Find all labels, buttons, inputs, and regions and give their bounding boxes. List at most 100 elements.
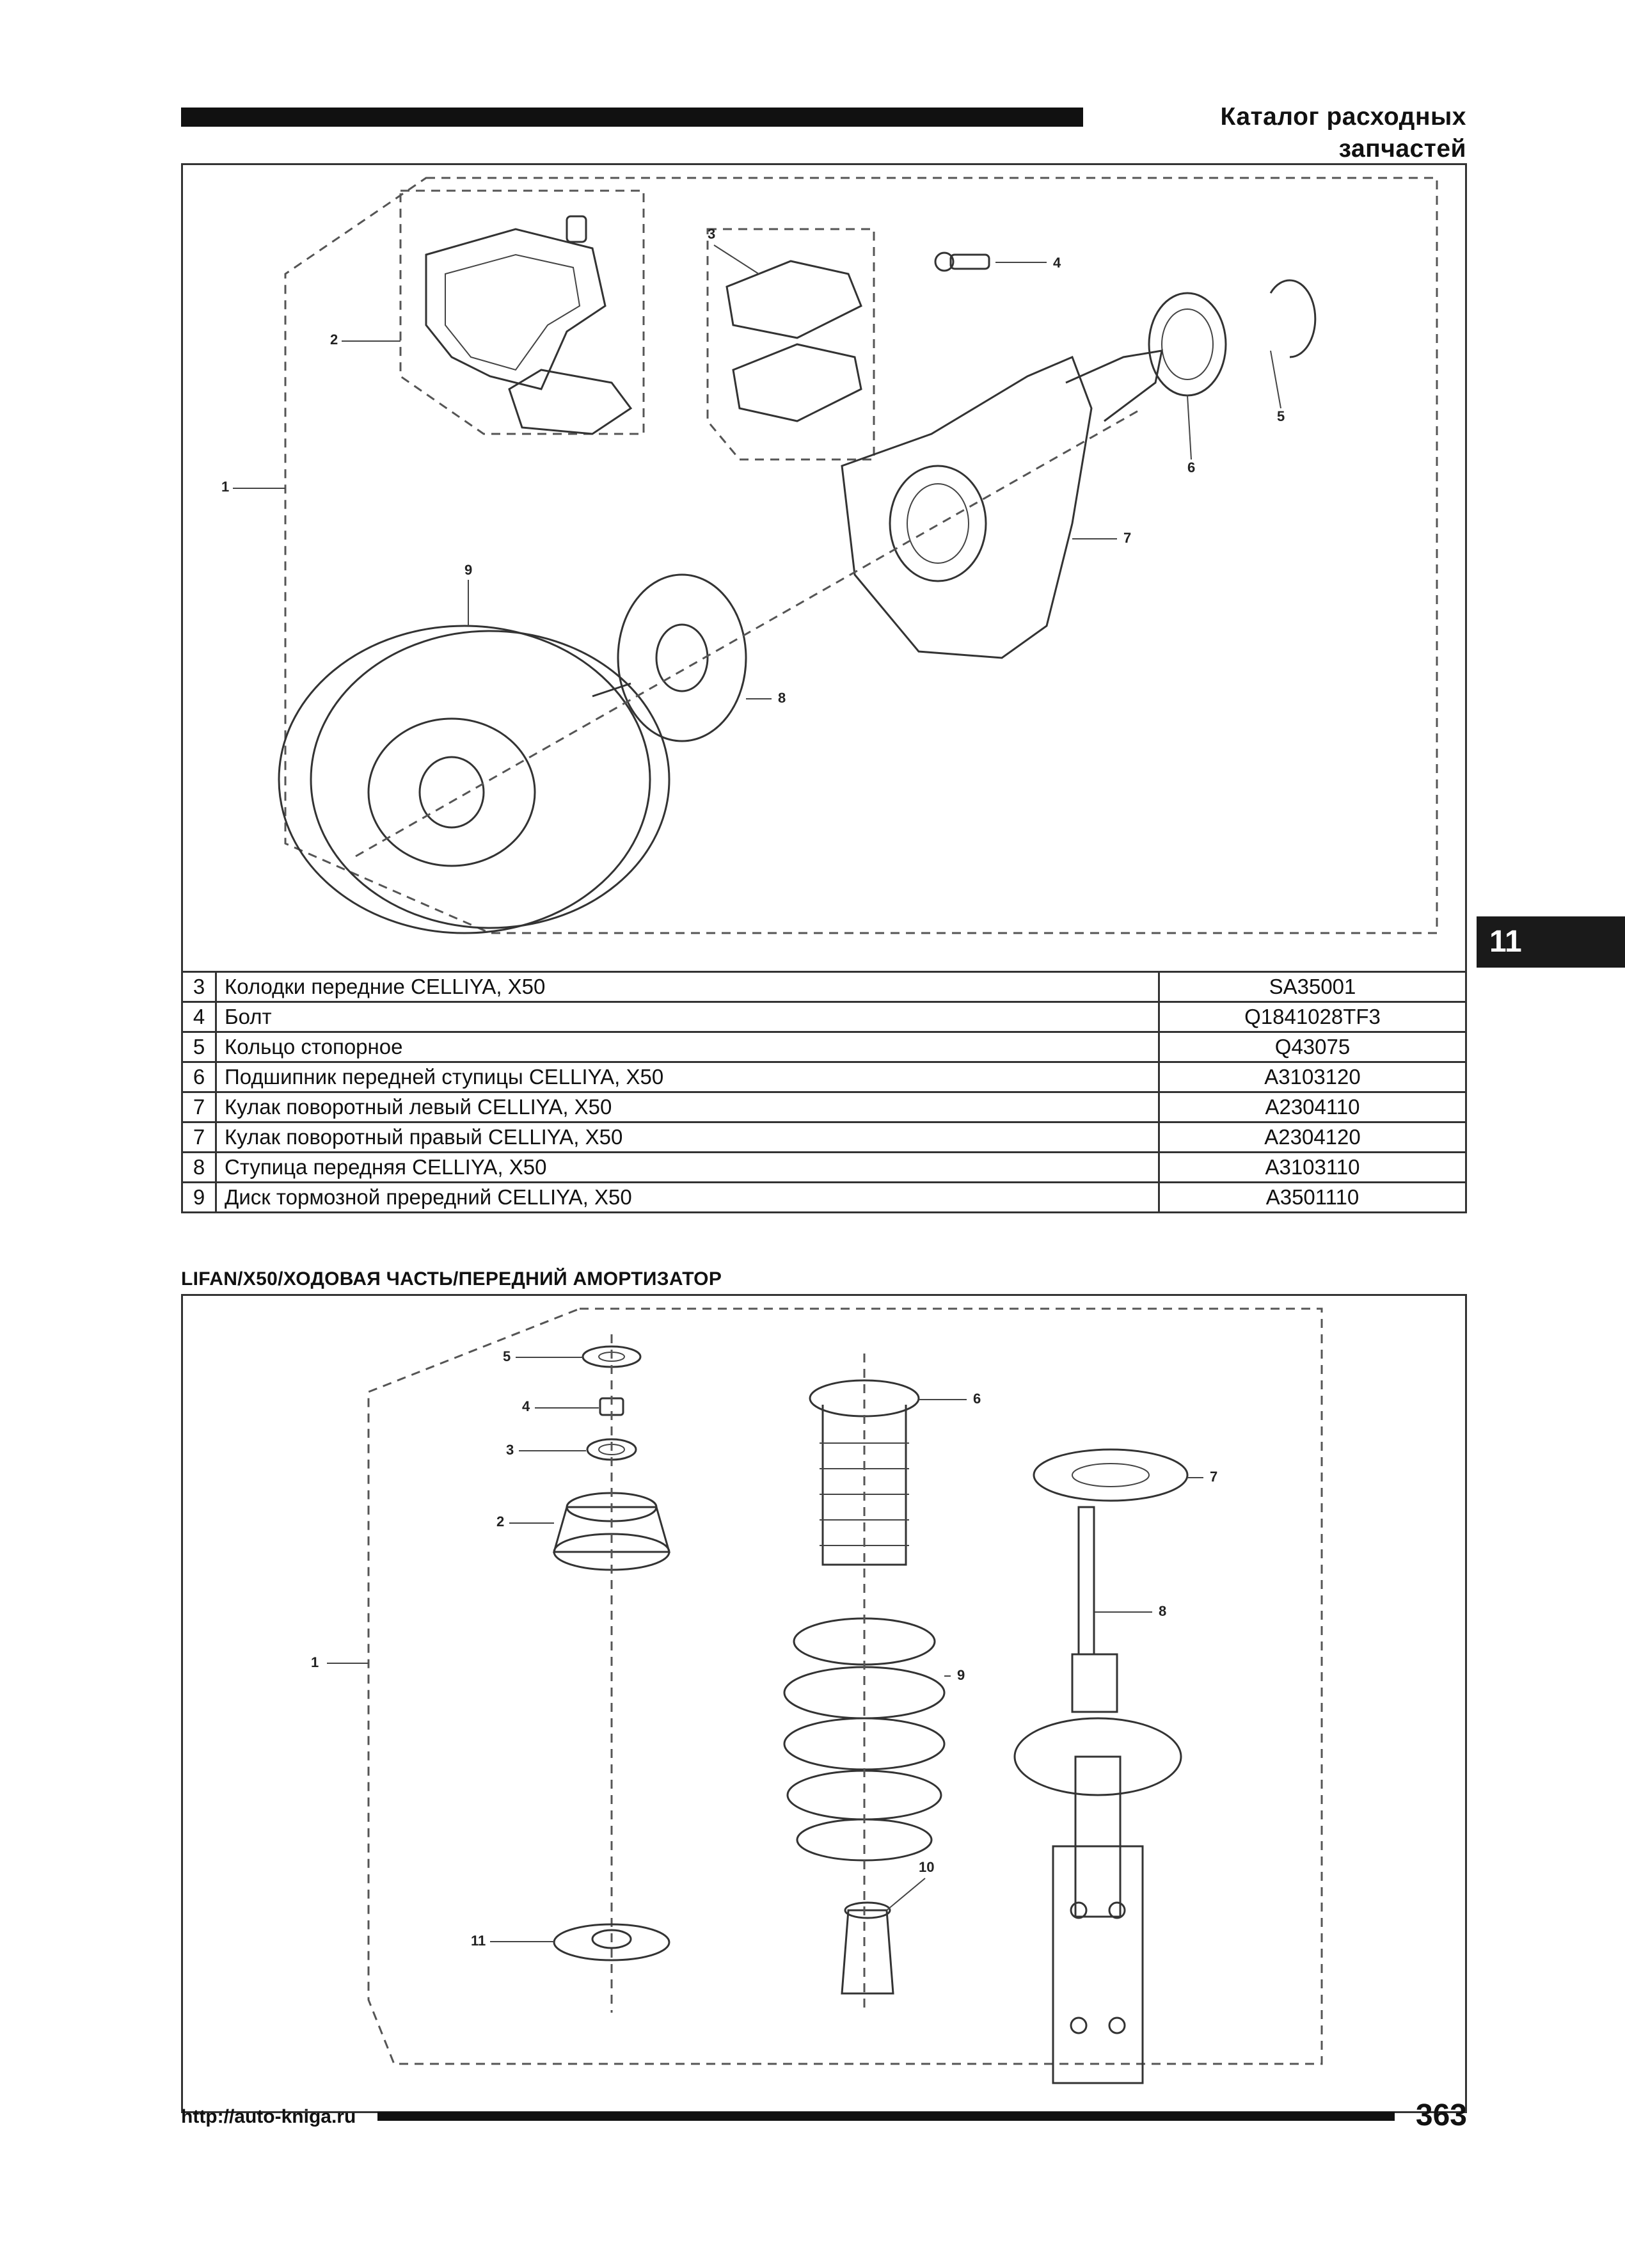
svg-text:6: 6 xyxy=(1187,459,1195,475)
chapter-tab xyxy=(1477,916,1625,968)
part-code-cell: Q1841028TF3 xyxy=(1158,1001,1467,1033)
callout-6: 6 xyxy=(919,1391,981,1407)
caliper-group-box xyxy=(399,189,645,435)
shock-absorber-diagram: 1 2 3 4 5 6 7 8 9 10 11 xyxy=(181,1294,1467,2113)
callout-10: 10 xyxy=(886,1859,934,1911)
part-name-cell: Колодки передние CELLIYA, X50 xyxy=(215,971,1160,1003)
callout-1: 1 xyxy=(221,479,285,495)
callout-11: 11 xyxy=(471,1933,554,1949)
table-row: 8 Ступица передняя CELLIYA, X50 A3103110 xyxy=(181,1151,1467,1183)
svg-text:9: 9 xyxy=(957,1667,965,1683)
callout-9: 9 xyxy=(464,562,472,626)
svg-text:4: 4 xyxy=(1053,255,1061,271)
callout-5: 5 xyxy=(503,1348,583,1364)
callout-3: 3 xyxy=(506,1442,586,1458)
parts-table: 3 Колодки передние CELLIYA, X50 SA35001 … xyxy=(181,971,1467,1213)
header-rule xyxy=(181,108,1083,127)
callout-2: 2 xyxy=(496,1513,554,1529)
callout-3: 3 xyxy=(708,226,759,275)
svg-text:1: 1 xyxy=(221,479,229,495)
part-code-cell: A3103110 xyxy=(1158,1151,1467,1183)
footer-rule xyxy=(377,2112,1395,2121)
callout-8: 8 xyxy=(746,690,786,706)
part-number-cell: 5 xyxy=(181,1031,217,1063)
catalog-title: Каталог расходных запчастей xyxy=(1220,103,1466,163)
part-code-cell: Q43075 xyxy=(1158,1031,1467,1063)
shock-absorber-drawing: 1 2 3 4 5 6 7 8 9 10 11 xyxy=(311,1307,1323,2084)
steering-knuckle-icon xyxy=(841,349,1163,659)
svg-text:10: 10 xyxy=(919,1859,934,1875)
callout-1: 1 xyxy=(311,1654,369,1670)
svg-text:7: 7 xyxy=(1123,530,1131,546)
svg-text:8: 8 xyxy=(778,690,786,706)
brake-pads-icon xyxy=(725,260,862,422)
svg-text:2: 2 xyxy=(330,331,338,347)
part-name-cell: Кулак поворотный правый CELLIYA, X50 xyxy=(215,1121,1160,1153)
callout-2: 2 xyxy=(330,331,400,347)
part-name-cell: Болт xyxy=(215,1001,1160,1033)
svg-text:8: 8 xyxy=(1159,1603,1166,1619)
table-row: 7 Кулак поворотный левый CELLIYA, X50 A2… xyxy=(181,1091,1467,1123)
brake-hub-drawing: 1 2 3 4 5 6 7 8 9 xyxy=(221,177,1438,934)
strut-icon xyxy=(1013,1506,1182,2084)
part-number-cell: 6 xyxy=(181,1061,217,1093)
svg-text:2: 2 xyxy=(496,1513,504,1529)
part-code-cell: A2304110 xyxy=(1158,1091,1467,1123)
part-code-cell: A2304120 xyxy=(1158,1121,1467,1153)
assembly-boundary xyxy=(284,177,1438,934)
svg-text:7: 7 xyxy=(1210,1469,1217,1485)
part-number-cell: 9 xyxy=(181,1181,217,1213)
part-name-cell: Подшипник передней ступицы CELLIYA, X50 xyxy=(215,1061,1160,1093)
site-url[interactable]: http://auto-kniga.ru xyxy=(181,2106,356,2127)
table-row: 9 Диск тормозной прередний CELLIYA, X50 … xyxy=(181,1181,1467,1213)
svg-text:1: 1 xyxy=(311,1654,319,1670)
callout-5: 5 xyxy=(1270,350,1285,424)
bearing-icon xyxy=(1148,292,1227,397)
table-row: 6 Подшипник передней ступицы CELLIYA, X5… xyxy=(181,1061,1467,1093)
page-number: 363 xyxy=(1415,2098,1467,2132)
svg-text:9: 9 xyxy=(464,562,472,578)
pads-group-box xyxy=(706,228,875,461)
part-code-cell: SA35001 xyxy=(1158,971,1467,1003)
part-code-cell: A3103120 xyxy=(1158,1061,1467,1093)
callout-6: 6 xyxy=(1187,395,1195,475)
svg-text:4: 4 xyxy=(522,1398,530,1414)
part-number-cell: 7 xyxy=(181,1121,217,1153)
part-name-cell: Кулак поворотный левый CELLIYA, X50 xyxy=(215,1091,1160,1123)
part-number-cell: 8 xyxy=(181,1151,217,1183)
part-number-cell: 3 xyxy=(181,971,217,1003)
bump-stop-icon xyxy=(841,1901,894,1995)
assembly-axis xyxy=(355,407,1143,858)
brake-hub-diagram: 1 2 3 4 5 6 7 8 9 xyxy=(181,163,1467,973)
table-row: 7 Кулак поворотный правый CELLIYA, X50 A… xyxy=(181,1121,1467,1153)
svg-text:5: 5 xyxy=(1277,408,1285,424)
part-number-cell: 4 xyxy=(181,1001,217,1033)
table-row: 4 Болт Q1841028TF3 xyxy=(181,1001,1467,1033)
section-title: LIFAN/X50/ХОДОВАЯ ЧАСТЬ/ПЕРЕДНИЙ АМОРТИЗ… xyxy=(181,1268,722,1290)
part-name-cell: Кольцо стопорное xyxy=(215,1031,1160,1063)
bolt-icon xyxy=(934,252,990,272)
brake-pad-icon xyxy=(508,369,633,435)
svg-text:11: 11 xyxy=(471,1933,486,1949)
table-row: 3 Колодки передние CELLIYA, X50 SA35001 xyxy=(181,971,1467,1003)
callout-7: 7 xyxy=(1187,1469,1217,1485)
svg-text:3: 3 xyxy=(708,226,715,242)
hub-icon xyxy=(592,573,747,742)
table-row: 5 Кольцо стопорное Q43075 xyxy=(181,1031,1467,1063)
brake-disc-icon xyxy=(278,625,670,934)
callout-4: 4 xyxy=(995,255,1061,271)
svg-text:3: 3 xyxy=(506,1442,514,1458)
callout-9: 9 xyxy=(944,1667,965,1683)
callout-7: 7 xyxy=(1072,530,1131,546)
part-name-cell: Ступица передняя CELLIYA, X50 xyxy=(215,1151,1160,1183)
top-mount-icon xyxy=(1033,1448,1189,1502)
callout-4: 4 xyxy=(522,1398,599,1414)
snap-ring-icon xyxy=(1269,279,1317,358)
chapter-number: 11 xyxy=(1489,925,1522,959)
svg-text:6: 6 xyxy=(973,1391,981,1407)
part-code-cell: A3501110 xyxy=(1158,1181,1467,1213)
caliper-icon xyxy=(425,215,606,390)
part-number-cell: 7 xyxy=(181,1091,217,1123)
assembly-boundary xyxy=(367,1307,1323,2065)
callout-8: 8 xyxy=(1095,1603,1166,1619)
